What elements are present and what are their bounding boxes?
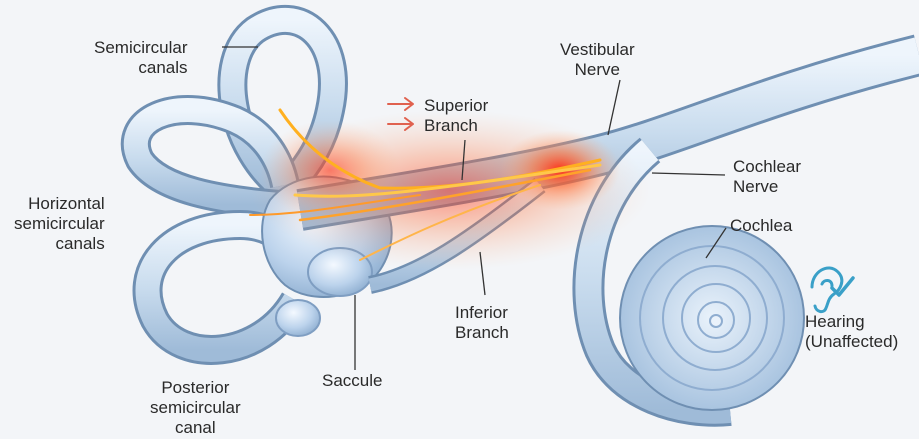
label-superior-branch: Superior Branch: [424, 96, 488, 136]
label-inferior-branch: Inferior Branch: [455, 303, 509, 343]
label-semicircular-canals: Semicircular canals: [94, 38, 188, 78]
label-hearing-unaffected: Hearing (Unaffected): [805, 312, 898, 352]
ear-icon: [812, 268, 842, 312]
label-vestibular-nerve: Vestibular Nerve: [560, 40, 635, 80]
label-cochlea: Cochlea: [730, 216, 792, 236]
label-posterior-canal: Posterior semicircular canal: [150, 378, 241, 438]
cochlea-shape: [620, 226, 804, 410]
label-horizontal-canals: Horizontal semicircular canals: [14, 194, 105, 254]
label-saccule: Saccule: [322, 371, 382, 391]
label-cochlear-nerve: Cochlear Nerve: [733, 157, 801, 197]
